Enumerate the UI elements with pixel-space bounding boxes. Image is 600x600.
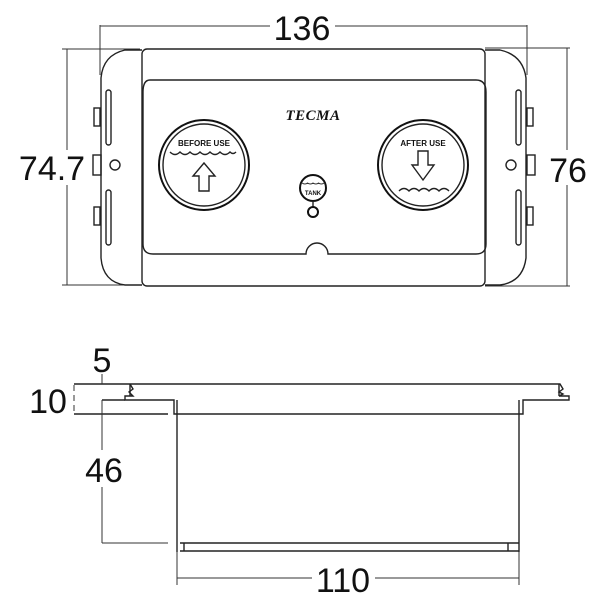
dimension-body-depth: 46 (85, 400, 168, 544)
box-body (176, 400, 520, 552)
dim-10: 10 (29, 383, 67, 421)
dimension-flange-thickness: 10 (29, 383, 75, 421)
right-bracket (485, 49, 536, 286)
tank-indicator: TANK (299, 174, 327, 218)
tecma-logo: TECMA (285, 108, 340, 124)
outer-panel (141, 48, 486, 287)
dim-5: 5 (93, 342, 112, 380)
inner-panel (142, 79, 487, 255)
after-use-label: AFTER USE (400, 139, 446, 148)
dim-46: 46 (85, 452, 123, 490)
dim-74-7: 74.7 (19, 150, 85, 188)
wave-icon (398, 187, 450, 192)
after-use-button[interactable]: AFTER USE (377, 119, 469, 211)
dimension-body-width: 110 (176, 552, 520, 600)
dim-136: 136 (274, 10, 331, 48)
left-bracket (92, 49, 142, 286)
tank-label: TANK (305, 191, 322, 197)
before-use-label: BEFORE USE (178, 139, 231, 148)
front-view: 136 74.7 76 (19, 10, 587, 287)
dimension-overall-width: 136 (99, 10, 528, 75)
led-indicator (307, 206, 319, 218)
arrow-down-icon (410, 150, 436, 182)
dimension-right-height: 76 (485, 47, 587, 287)
before-use-button[interactable]: BEFORE USE (158, 119, 250, 211)
dimension-left-height: 74.7 (19, 48, 140, 286)
dim-110: 110 (316, 562, 370, 600)
dimension-flange-offset: 5 (93, 342, 112, 384)
arrow-up-icon (191, 161, 217, 192)
dim-76: 76 (549, 152, 587, 190)
side-view: 5 10 46 110 (29, 342, 570, 600)
wave-icon (169, 151, 237, 156)
flange (74, 383, 570, 415)
